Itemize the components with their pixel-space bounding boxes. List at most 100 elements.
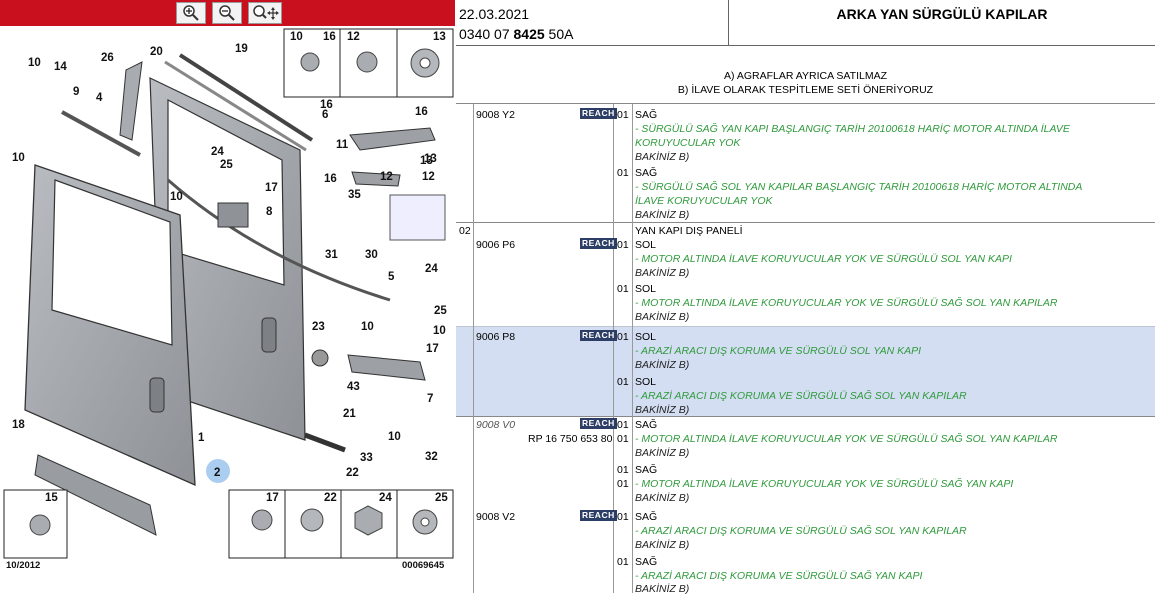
- callout-17[interactable]: 17: [265, 182, 278, 194]
- callout-12[interactable]: 12: [422, 171, 435, 183]
- callout-10[interactable]: 10: [433, 325, 446, 337]
- callout-23[interactable]: 23: [312, 321, 325, 333]
- callout-43[interactable]: 43: [347, 381, 360, 393]
- note-a: A) AGRAFLAR AYRICA SATILMAZ: [724, 70, 887, 82]
- callout-11[interactable]: 11: [336, 139, 349, 151]
- lower-trim-21: [304, 432, 346, 453]
- reach-badge: REACH: [580, 238, 617, 249]
- callout-13[interactable]: 13: [424, 153, 437, 165]
- callout-17[interactable]: 17: [266, 492, 279, 504]
- row-divider: [456, 222, 1155, 223]
- callout-15[interactable]: 15: [45, 492, 58, 504]
- callout-8[interactable]: 8: [266, 206, 273, 218]
- row-divider: [456, 416, 1155, 417]
- callout-13[interactable]: 13: [420, 155, 433, 167]
- callout-20[interactable]: 20: [150, 46, 163, 58]
- row-divider: [456, 326, 1155, 327]
- side-window-opening: [51, 179, 173, 346]
- highlight-marker-2: [206, 459, 230, 483]
- callout-30[interactable]: 30: [365, 249, 378, 261]
- zoom-pan-icon: [253, 5, 279, 20]
- date-code: 10/2012: [6, 560, 40, 571]
- zoom-in-button[interactable]: [176, 2, 206, 24]
- catalog-reference: 0340 07 8425 50A: [459, 26, 574, 42]
- callout-6[interactable]: 6: [322, 109, 328, 121]
- drawing-number: 00069645: [402, 560, 445, 571]
- seal-strip-19: [178, 53, 314, 142]
- callout-25[interactable]: 25: [434, 305, 447, 317]
- callout-25[interactable]: 25: [435, 492, 448, 504]
- table-row[interactable]: 9006 P8 REACH 01 SOL - ARAZİ ARACI DIŞ K…: [476, 330, 967, 416]
- zoom-pan-button[interactable]: [248, 2, 282, 24]
- diagram-toolbar: [0, 0, 455, 26]
- note-b: B) İLAVE OLARAK TESPİTLEME SETİ ÖNERİYOR…: [677, 84, 934, 96]
- callout-12[interactable]: 12: [380, 171, 393, 183]
- callout-19[interactable]: 19: [235, 43, 248, 55]
- callout-32[interactable]: 32: [425, 451, 438, 463]
- protection-strip-18: [34, 454, 157, 536]
- reach-badge: REACH: [580, 330, 617, 341]
- header-info: 22.03.2021 0340 07 8425 50A: [456, 0, 729, 46]
- callout-16[interactable]: 16: [320, 99, 333, 111]
- callout-1[interactable]: 1: [198, 432, 205, 444]
- hinge-7: [347, 354, 426, 381]
- callout-10[interactable]: 10: [170, 191, 183, 203]
- page-title: ARKA YAN SÜRGÜLÜ KAPILAR: [836, 6, 1048, 22]
- hinge-6: [349, 127, 436, 151]
- hinge-11: [351, 171, 401, 187]
- part-number[interactable]: 9006 P8: [476, 331, 516, 343]
- callout-10[interactable]: 10: [388, 431, 401, 443]
- zoom-out-button[interactable]: [212, 2, 242, 24]
- guide-rail-5: [167, 178, 391, 302]
- callout-35[interactable]: 35: [348, 189, 361, 201]
- part-number[interactable]: 9008 V0: [476, 419, 516, 431]
- rear-window-opening: [167, 99, 285, 286]
- callout-24[interactable]: 24: [211, 146, 224, 158]
- inset-label: 13: [433, 31, 446, 43]
- callout-21[interactable]: 21: [343, 408, 356, 420]
- trim-strip-4: [61, 110, 141, 157]
- cap-23: [311, 349, 329, 367]
- callout-7[interactable]: 7: [427, 393, 433, 405]
- callout-24[interactable]: 24: [379, 492, 392, 504]
- callout-10[interactable]: 10: [28, 57, 41, 69]
- callout-18[interactable]: 18: [12, 419, 25, 431]
- callout-9[interactable]: 9: [73, 86, 79, 98]
- table-row[interactable]: 9008 V0 REACH RP 16 750 653 80 01 SAĞ 01…: [476, 418, 1058, 504]
- table-row-selected: [456, 326, 1155, 416]
- callout-4[interactable]: 4: [96, 92, 103, 104]
- zoom-out-icon: [219, 5, 235, 21]
- callout-10[interactable]: 10: [361, 321, 374, 333]
- callout-17[interactable]: 17: [426, 343, 439, 355]
- callout-22[interactable]: 22: [346, 467, 359, 479]
- table-row[interactable]: 02 YAN KAPI DIŞ PANELİ 9006 P6 REACH 01 …: [459, 225, 1058, 323]
- part-number[interactable]: 9008 V2: [476, 511, 516, 523]
- catalog-date: 22.03.2021: [459, 6, 530, 22]
- parts-table: 9008 Y2 REACH 01 SAĞ - SÜRGÜLÜ SAĞ YAN K…: [456, 104, 1155, 595]
- callout-14[interactable]: 14: [54, 61, 67, 73]
- part-number[interactable]: 9008 Y2: [476, 109, 515, 121]
- part-number[interactable]: 9006 P6: [476, 239, 516, 251]
- table-row[interactable]: 9008 Y2 REACH 01 SAĞ - SÜRGÜLÜ SAĞ YAN K…: [476, 108, 1083, 221]
- zoom-in-icon: [183, 5, 199, 21]
- lock-mechanism-8: [217, 202, 249, 228]
- replacement-part-number[interactable]: RP 16 750 653 80: [528, 433, 613, 445]
- callout-10[interactable]: 10: [12, 152, 25, 164]
- callout-33[interactable]: 33: [360, 452, 373, 464]
- callout-5[interactable]: 5: [388, 271, 395, 283]
- callout-24[interactable]: 24: [425, 263, 438, 275]
- callout-2[interactable]: 2: [214, 467, 220, 479]
- inset-label: 12: [347, 31, 360, 43]
- callout-26[interactable]: 26: [101, 52, 114, 64]
- callout-31[interactable]: 31: [325, 249, 338, 261]
- callout-22[interactable]: 22: [324, 492, 337, 504]
- callout-16[interactable]: 16: [324, 173, 337, 185]
- notes-block: A) AGRAFLAR AYRICA SATILMAZ B) İLAVE OLA…: [456, 46, 1155, 104]
- reach-badge: REACH: [580, 418, 617, 429]
- table-row[interactable]: 9008 V2 REACH 01 SAĞ - ARAZİ ARACI DIŞ K…: [476, 510, 967, 595]
- callout-25[interactable]: 25: [220, 159, 233, 171]
- callout-16[interactable]: 16: [415, 106, 428, 118]
